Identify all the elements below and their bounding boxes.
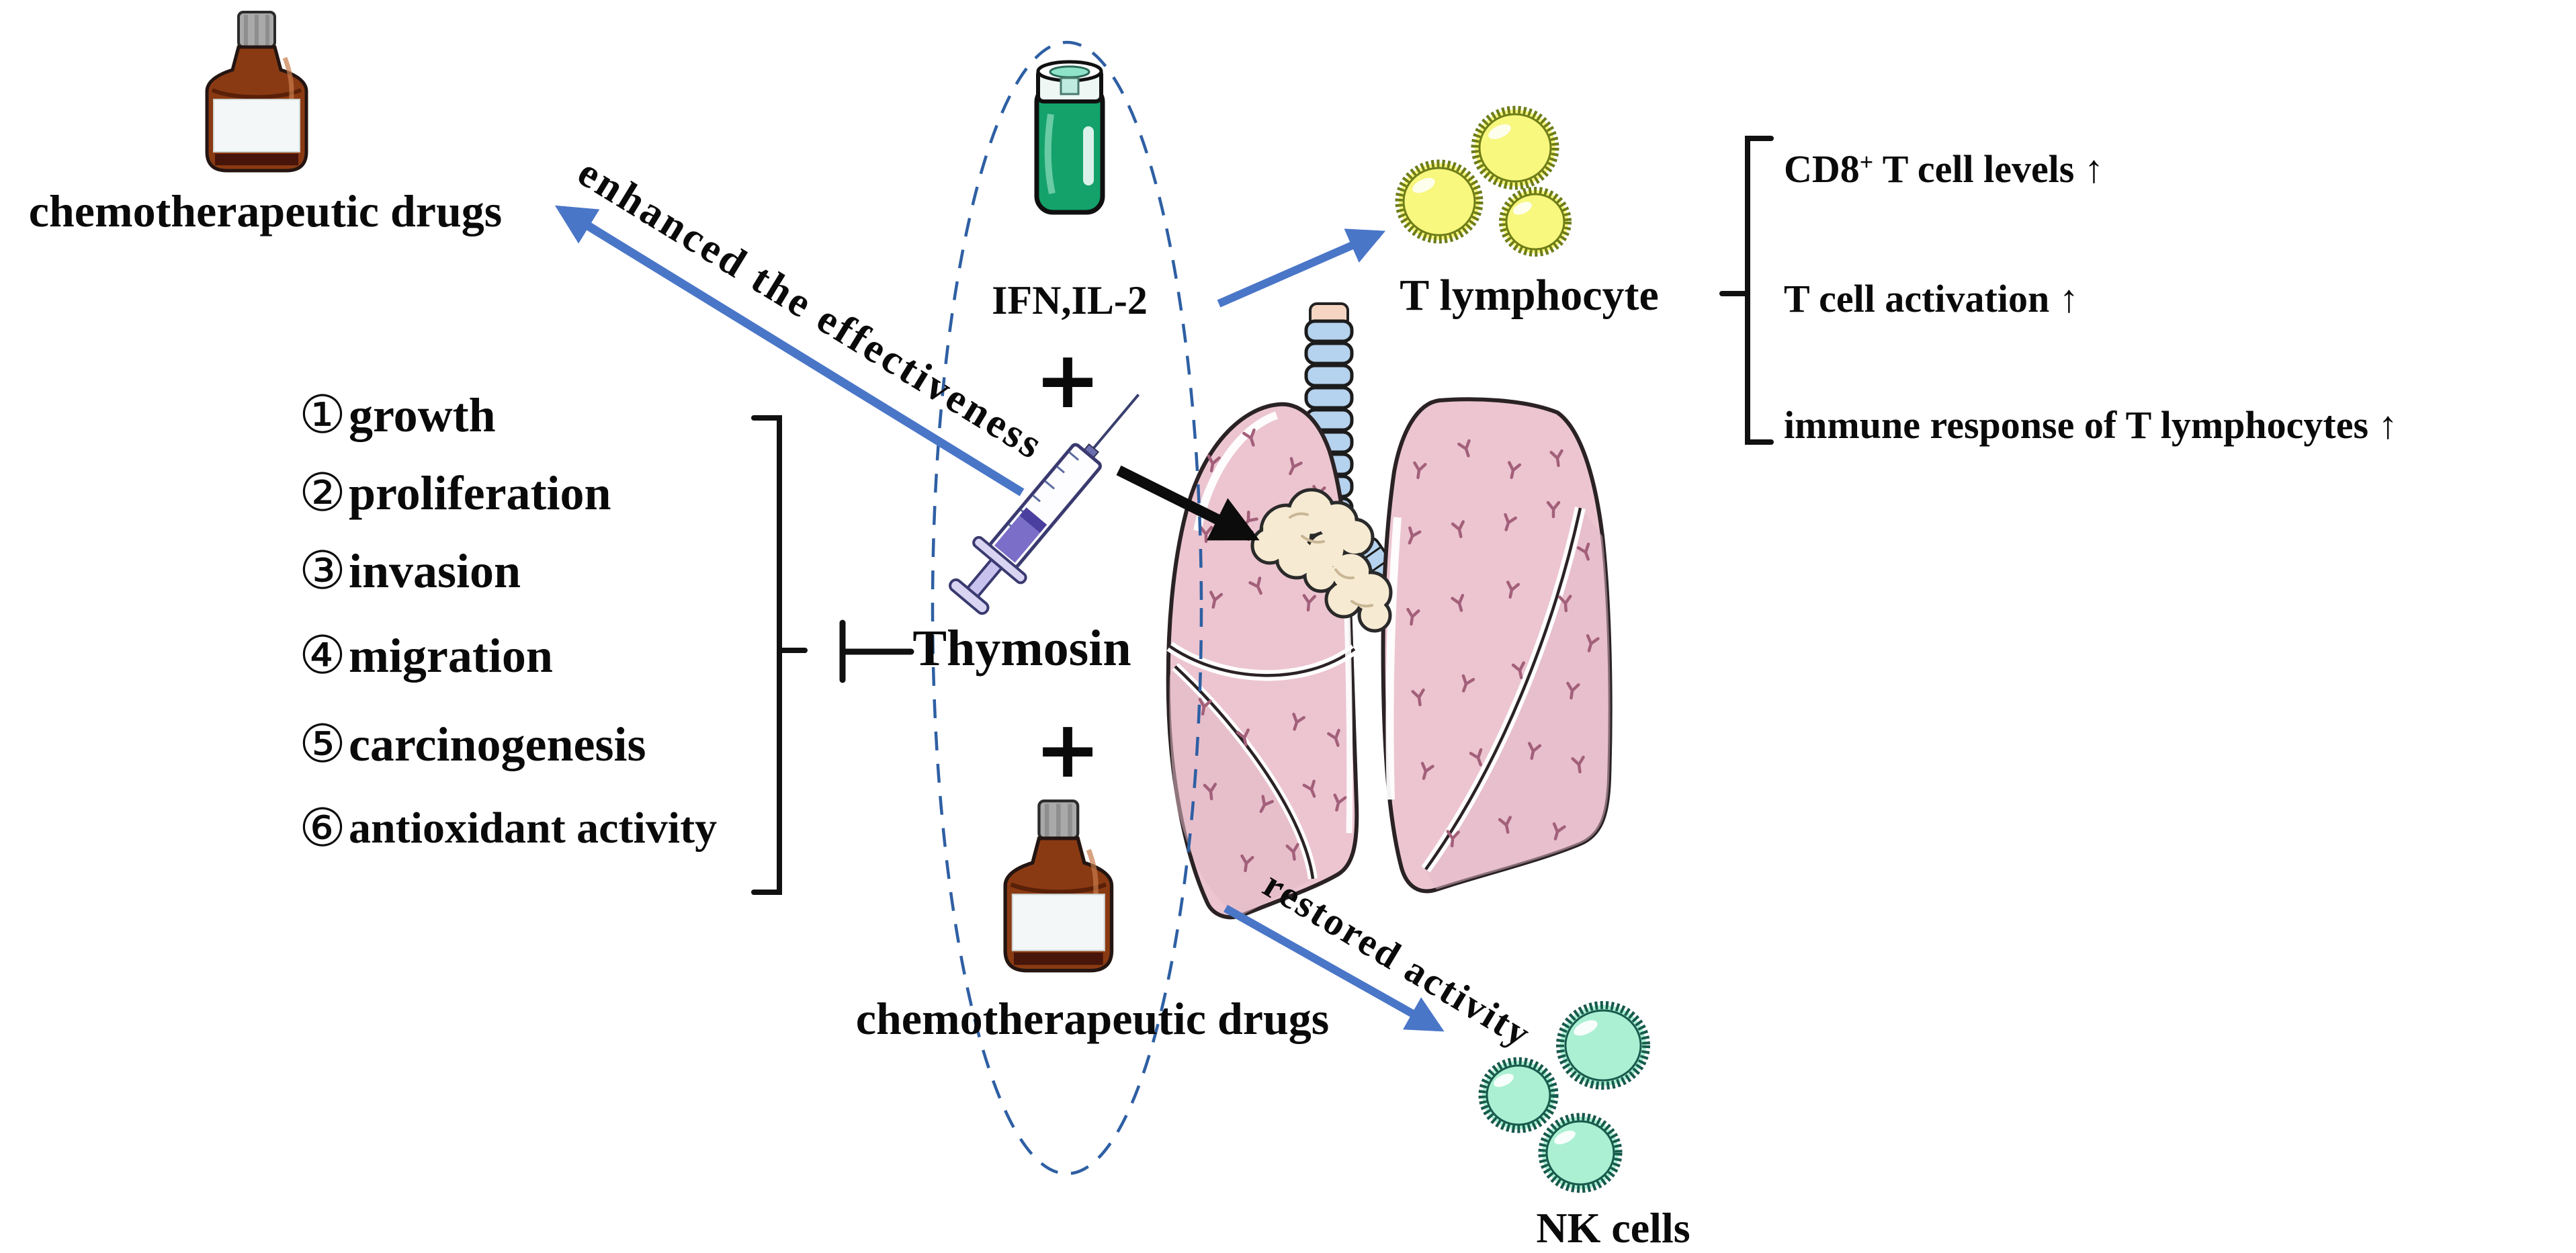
left-lung [1166, 402, 1359, 920]
outcome-cd8-levels: CD8+ T cell levels ↑ [1784, 150, 2104, 189]
combination-ellipse [931, 40, 1203, 1176]
t-cell-icon [1471, 105, 1559, 190]
process-text: growth [348, 388, 496, 442]
process-item-invasion: ③ invasion [299, 545, 521, 597]
nk-cell-icon [1538, 1113, 1623, 1193]
process-item-carcinogenesis: ⑤ carcinogenesis [299, 718, 646, 771]
circled-number-icon: ③ [299, 541, 346, 601]
nk-cells-label: NK cells [1536, 1204, 1690, 1252]
process-item-growth: ① growth [299, 389, 496, 441]
superscript-plus: + [1859, 148, 1874, 176]
plus-sign-top: + [1034, 333, 1101, 426]
circled-number-icon: ④ [299, 625, 346, 686]
outcome-tcell-activation: T cell activation ↑ [1784, 279, 2079, 318]
ifn-to-tcell-arrow [1217, 228, 1386, 308]
circled-number-icon: ① [299, 385, 346, 445]
injection-arrow [1116, 465, 1260, 542]
t-cell-icon [1395, 159, 1484, 244]
chemo-drugs-bottom-label: chemotherapeutic drugs [855, 993, 1330, 1044]
outcome-text: T cell levels ↑ [1873, 147, 2104, 191]
circled-number-icon: ⑥ [299, 798, 346, 859]
process-text: proliferation [348, 466, 611, 520]
process-bracket [751, 415, 808, 895]
nk-cells-group [1478, 1001, 1650, 1193]
restored-activity-arrow [1223, 904, 1445, 1032]
right-lung [1381, 397, 1613, 894]
medicine-bottle-bottom-icon [1005, 801, 1111, 971]
plus-sign-bottom: + [1034, 703, 1101, 795]
chemo-drugs-top-label: chemotherapeutic drugs [28, 185, 503, 236]
process-item-migration: ④ migration [299, 630, 553, 682]
process-item-proliferation: ② proliferation [299, 467, 611, 519]
t-cell-icon [1499, 187, 1572, 257]
inhibition-connector [839, 619, 914, 683]
ifn-il2-label: IFN,IL-2 [992, 278, 1148, 322]
process-text: antioxidant activity [348, 804, 718, 853]
process-text: migration [348, 629, 553, 683]
outcome-text: CD8 [1784, 147, 1860, 191]
outcome-bracket [1719, 136, 1774, 445]
outcome-immune-response: immune response of T lymphocytes ↑ [1784, 406, 2398, 445]
medicine-bottle-top-icon [207, 12, 306, 171]
process-text: invasion [348, 544, 521, 598]
syringe-icon [949, 394, 1140, 615]
outcome-text: immune response of T lymphocytes ↑ [1784, 403, 2398, 447]
circled-number-icon: ② [299, 463, 346, 523]
thymosin-label: Thymosin [912, 620, 1131, 677]
t-lymphocyte-cells [1395, 105, 1572, 257]
nk-cell-icon [1478, 1057, 1559, 1133]
circled-number-icon: ⑤ [299, 714, 346, 775]
vial-icon [1034, 60, 1105, 215]
enhanced-effectiveness-arrow [554, 205, 1025, 496]
process-text: carcinogenesis [348, 718, 646, 771]
nk-cell-icon [1556, 1001, 1650, 1090]
outcome-text: T cell activation ↑ [1784, 277, 2079, 320]
tumor-icon [1250, 488, 1393, 633]
process-item-antioxidant: ⑥ antioxidant activity [299, 802, 717, 855]
t-lymphocyte-label: T lymphocyte [1400, 271, 1659, 320]
